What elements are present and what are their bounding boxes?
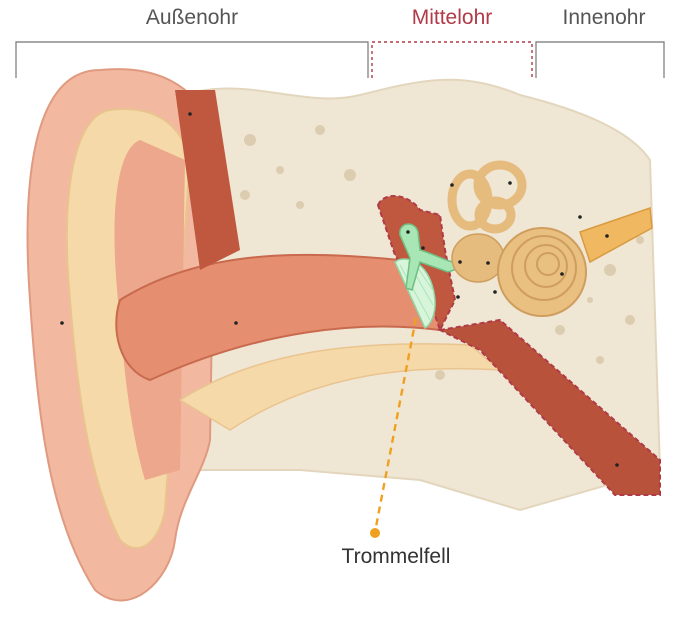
vestibule <box>452 234 504 282</box>
outer-ear-label: Außenohr <box>146 6 238 30</box>
middle-ear-bracket <box>372 42 532 78</box>
middle-ear-label: Mittelohr <box>412 6 493 30</box>
eardrum-callout-dot <box>370 528 380 538</box>
eardrum-label: Trommelfell <box>342 545 451 569</box>
outer-ear-bracket <box>16 42 368 78</box>
inner-ear-label: Innenohr <box>563 6 646 30</box>
cochlea <box>498 228 586 316</box>
inner-ear-bracket <box>536 42 664 78</box>
